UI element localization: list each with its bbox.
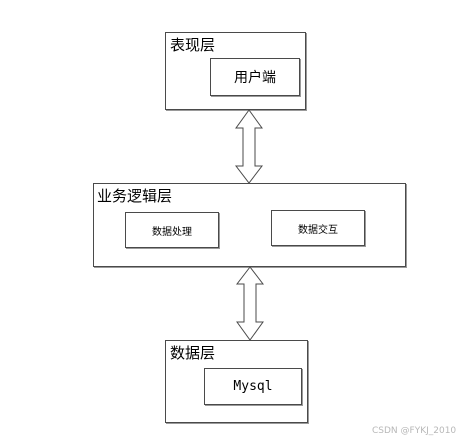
double-arrow-icon [234,109,264,184]
watermark-text: CSDN @FYKJ_2010 [372,426,457,436]
data-layer-title: 数据层 [170,344,216,362]
data-interaction-box: 数据交互 [271,210,365,246]
data-processing-label: 数据处理 [152,226,192,238]
client-label: 用户端 [234,70,276,86]
presentation-layer-title: 表现层 [170,36,216,54]
mysql-label: Mysql [233,379,273,394]
presentation-layer-box: 表现层 用户端 [165,32,306,110]
data-layer-box: 数据层 Mysql [165,340,308,423]
business-logic-layer-box: 业务逻辑层 数据处理 数据交互 [93,183,406,267]
mysql-box: Mysql [204,368,302,405]
business-logic-layer-title: 业务逻辑层 [97,187,173,205]
data-processing-box: 数据处理 [125,212,219,248]
data-interaction-label: 数据交互 [298,224,338,236]
double-arrow-icon [235,266,265,341]
client-box: 用户端 [210,58,300,96]
